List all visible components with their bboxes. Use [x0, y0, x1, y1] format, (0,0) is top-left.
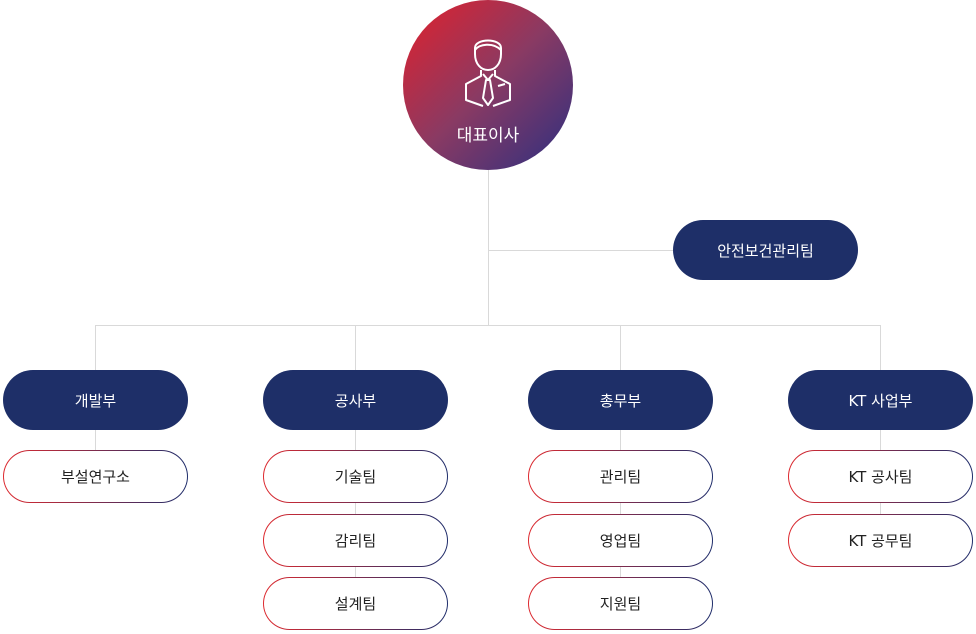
connector-line	[880, 325, 881, 535]
department-node: 총무부	[528, 370, 713, 430]
team-node: 영업팀	[528, 514, 713, 567]
team-node: 부설연구소	[3, 450, 188, 503]
team-node: 설계팀	[263, 577, 448, 630]
connector-line	[95, 325, 881, 326]
team-node: KT 공무팀	[788, 514, 973, 567]
team-node: 감리팀	[263, 514, 448, 567]
team-node: 관리팀	[528, 450, 713, 503]
safety-team-node: 안전보건관리팀	[673, 220, 858, 280]
connector-line	[488, 250, 674, 251]
department-node: 공사부	[263, 370, 448, 430]
ceo-node: 대표이사	[403, 0, 573, 170]
team-node: 지원팀	[528, 577, 713, 630]
businessman-icon	[465, 39, 511, 107]
ceo-label: 대표이사	[456, 126, 520, 146]
connector-line	[488, 170, 489, 325]
department-node: 개발부	[3, 370, 188, 430]
team-node: 기술팀	[263, 450, 448, 503]
department-node: KT 사업부	[788, 370, 973, 430]
team-node: KT 공사팀	[788, 450, 973, 503]
